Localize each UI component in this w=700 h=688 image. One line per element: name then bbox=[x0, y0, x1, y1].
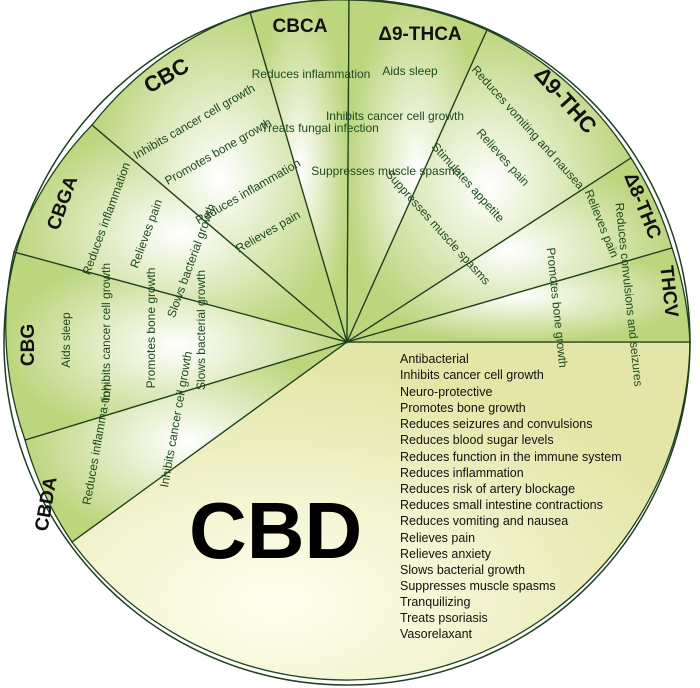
cbd-effect: Reduces blood sugar levels bbox=[400, 433, 554, 447]
cbg-effect: Aids sleep bbox=[59, 312, 73, 368]
cbg-effect: Promotes bone growth bbox=[144, 268, 158, 389]
d9-thca-effect: Suppresses muscle spasms bbox=[311, 164, 460, 178]
cbd-effect: Reduces inflammation bbox=[400, 466, 524, 480]
cbd-effect: Reduces function in the immune system bbox=[400, 450, 622, 464]
cbd-effect: Treats psoriasis bbox=[400, 611, 488, 625]
cbd-effect: Reduces seizures and convulsions bbox=[400, 417, 592, 431]
cbd-effect: Reduces vomiting and nausea bbox=[400, 514, 568, 528]
cbd-effect: Promotes bone growth bbox=[400, 401, 526, 415]
slice-cbd bbox=[71, 341, 691, 681]
d9-thca-title: Δ9-THCA bbox=[378, 24, 462, 45]
cbg-effect: Slows bacterial growth bbox=[194, 270, 208, 390]
cbd-effect: Reduces risk of artery blockage bbox=[400, 482, 575, 496]
cbca-effect: Treats fungal infection bbox=[261, 121, 379, 135]
slice-d9-thca bbox=[346, 0, 488, 343]
cbd-effect: Slows bacterial growth bbox=[400, 563, 525, 577]
cbd-title: CBD bbox=[189, 486, 362, 575]
cbd-effect: Suppresses muscle spasms bbox=[400, 579, 556, 593]
segment-d9-thca: Δ9-THCA Aids sleep Inhibits cancer cell … bbox=[311, 24, 464, 178]
slice-cbg bbox=[5, 251, 350, 441]
cbd-effects-list: Antibacterial Inhibits cancer cell growt… bbox=[400, 352, 622, 641]
cbd-effect: Neuro-protective bbox=[400, 385, 492, 399]
segment-cbg: CBG Aids sleep Inhibits cancer cell grow… bbox=[18, 263, 208, 401]
cbca-effect: Reduces inflammation bbox=[252, 67, 371, 81]
d9-thca-effect: Inhibits cancer cell growth bbox=[326, 109, 464, 123]
cbd-effect: Relieves anxiety bbox=[400, 547, 492, 561]
cbd-effect: Reduces small intestine contractions bbox=[400, 498, 603, 512]
wheel-outline bbox=[3, 0, 691, 686]
cbg-title: CBG bbox=[18, 324, 39, 366]
cbca-title: CBCA bbox=[273, 16, 328, 37]
slice-cbga bbox=[13, 124, 348, 343]
segment-cbca: CBCA Reduces inflammation Treats fungal … bbox=[252, 16, 379, 135]
cbg-effect: Inhibits cancer cell growth bbox=[99, 263, 113, 401]
cbd-effect: Antibacterial bbox=[400, 352, 469, 366]
slice-d9-thc bbox=[345, 29, 632, 344]
cbd-effect: Inhibits cancer cell growth bbox=[400, 368, 544, 382]
cbd-effect: Vasorelaxant bbox=[400, 627, 473, 641]
cbd-effect: Relieves pain bbox=[400, 531, 475, 545]
cbd-effect: Tranquilizing bbox=[400, 595, 470, 609]
d9-thca-effect: Aids sleep bbox=[382, 64, 438, 78]
